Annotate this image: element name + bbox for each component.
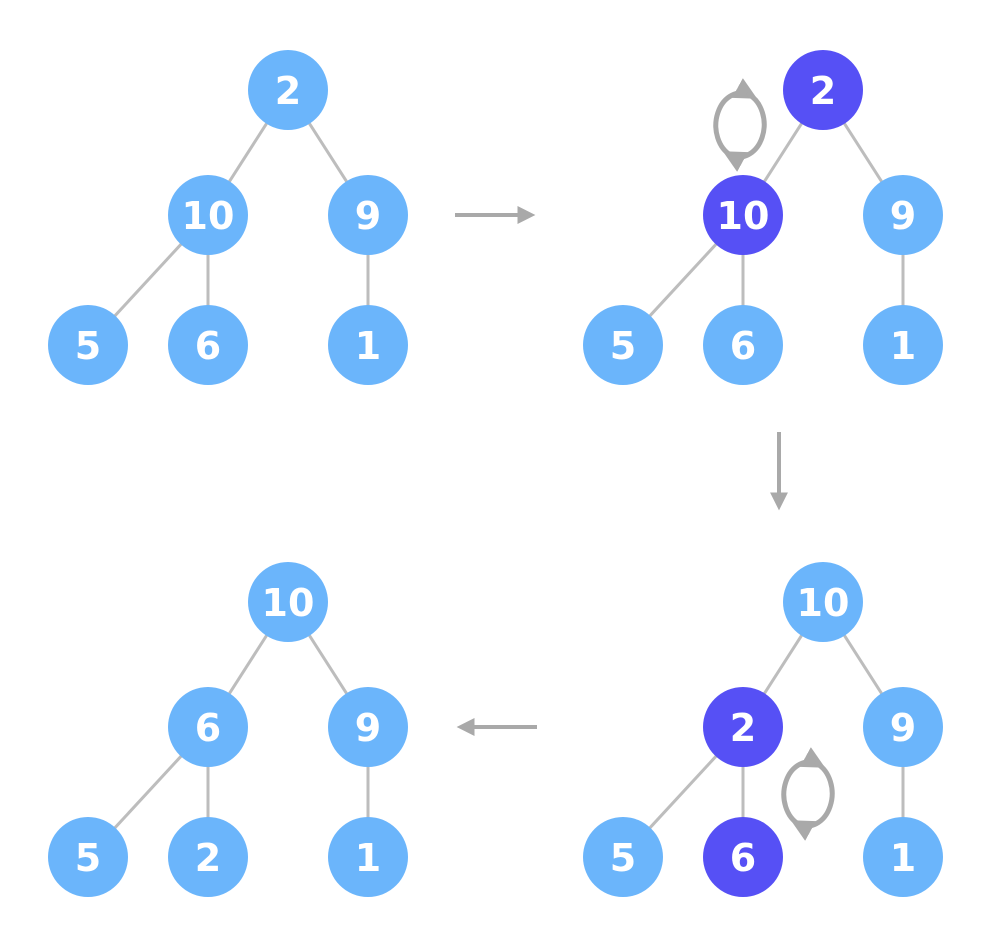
node-circle (703, 305, 783, 385)
swap-arc (713, 78, 758, 158)
tree-edge (227, 121, 269, 184)
node-value: 10 (182, 194, 235, 238)
tree-node-left-right: 6 (703, 305, 783, 385)
node-value: 9 (890, 194, 916, 238)
node-value: 6 (730, 324, 756, 368)
node-circle (863, 817, 943, 897)
tree-node-right: 9 (328, 687, 408, 767)
tree-node-left-left: 5 (48, 305, 128, 385)
tree-node-left-right: 6 (168, 305, 248, 385)
node-circle (328, 175, 408, 255)
node-value: 5 (75, 836, 101, 880)
swap-icon (781, 747, 835, 841)
flow-arrows (455, 206, 788, 736)
tree-edge (762, 633, 804, 696)
node-circle (583, 305, 663, 385)
tree-node-left: 2 (703, 687, 783, 767)
node-circle (703, 687, 783, 767)
tree-node-right: 9 (863, 175, 943, 255)
tree-edge (842, 121, 884, 184)
node-value: 6 (195, 706, 221, 750)
tree-edge (842, 633, 884, 696)
node-circle (48, 817, 128, 897)
node-value: 1 (355, 836, 381, 880)
node-value: 9 (355, 194, 381, 238)
node-value: 1 (355, 324, 381, 368)
node-value: 10 (717, 194, 770, 238)
node-circle (863, 687, 943, 767)
tree-node-left: 10 (168, 175, 248, 255)
node-circle (783, 50, 863, 130)
tree-node-root: 10 (248, 562, 328, 642)
tree-node-right-left: 1 (328, 817, 408, 897)
tree-node-root: 10 (783, 562, 863, 642)
node-circle (168, 817, 248, 897)
tree-edge (647, 241, 719, 319)
node-circle (168, 687, 248, 767)
node-value: 6 (730, 836, 756, 880)
node-circle (703, 817, 783, 897)
tree-node-root: 2 (783, 50, 863, 130)
node-circle (248, 50, 328, 130)
swap-icon (713, 78, 767, 172)
tree-node-left-left: 5 (48, 817, 128, 897)
node-circle (328, 817, 408, 897)
tree-node-left-left: 5 (583, 817, 663, 897)
node-value: 2 (275, 69, 301, 113)
node-value: 1 (890, 324, 916, 368)
node-value: 2 (810, 69, 836, 113)
tree-edge (307, 121, 349, 184)
tree-edge (112, 241, 184, 319)
tree-edge (112, 753, 184, 831)
tree-node-left-right: 6 (703, 817, 783, 897)
tree-node-left-left: 5 (583, 305, 663, 385)
swap-arc (781, 747, 826, 827)
tree-node-root: 2 (248, 50, 328, 130)
node-value: 10 (797, 581, 850, 625)
tree-edge (307, 633, 349, 696)
tree-edge (227, 633, 269, 696)
tree-node-right: 9 (863, 687, 943, 767)
node-circle (703, 175, 783, 255)
tree-edge (647, 753, 719, 831)
tree-node-left: 6 (168, 687, 248, 767)
node-value: 9 (890, 706, 916, 750)
tree-node-right-left: 1 (863, 817, 943, 897)
node-value: 1 (890, 836, 916, 880)
node-circle (48, 305, 128, 385)
node-circle (583, 817, 663, 897)
tree-step-3: 10 2 9 5 6 1 (583, 562, 943, 897)
tree-step-2: 2 10 9 5 6 1 (583, 50, 943, 385)
tree-node-right-left: 1 (863, 305, 943, 385)
node-value: 6 (195, 324, 221, 368)
node-value: 10 (262, 581, 315, 625)
tree-node-right-left: 1 (328, 305, 408, 385)
trees: 2 10 9 5 6 1 2 10 9 5 6 1 10 2 9 5 6 1 10 6 9 5 2 1 (48, 50, 943, 897)
tree-edge (762, 121, 804, 184)
tree-step-4: 10 6 9 5 2 1 (48, 562, 408, 897)
swap-arc (722, 92, 767, 172)
node-circle (328, 687, 408, 767)
node-circle (783, 562, 863, 642)
node-circle (863, 175, 943, 255)
node-value: 9 (355, 706, 381, 750)
node-value: 5 (610, 836, 636, 880)
node-circle (248, 562, 328, 642)
tree-node-left-right: 2 (168, 817, 248, 897)
node-circle (168, 305, 248, 385)
swap-arc (790, 761, 835, 841)
node-value: 2 (730, 706, 756, 750)
node-value: 5 (610, 324, 636, 368)
tree-node-right: 9 (328, 175, 408, 255)
tree-node-left: 10 (703, 175, 783, 255)
tree-step-1: 2 10 9 5 6 1 (48, 50, 408, 385)
node-circle (168, 175, 248, 255)
node-circle (328, 305, 408, 385)
node-value: 2 (195, 836, 221, 880)
node-value: 5 (75, 324, 101, 368)
node-circle (863, 305, 943, 385)
